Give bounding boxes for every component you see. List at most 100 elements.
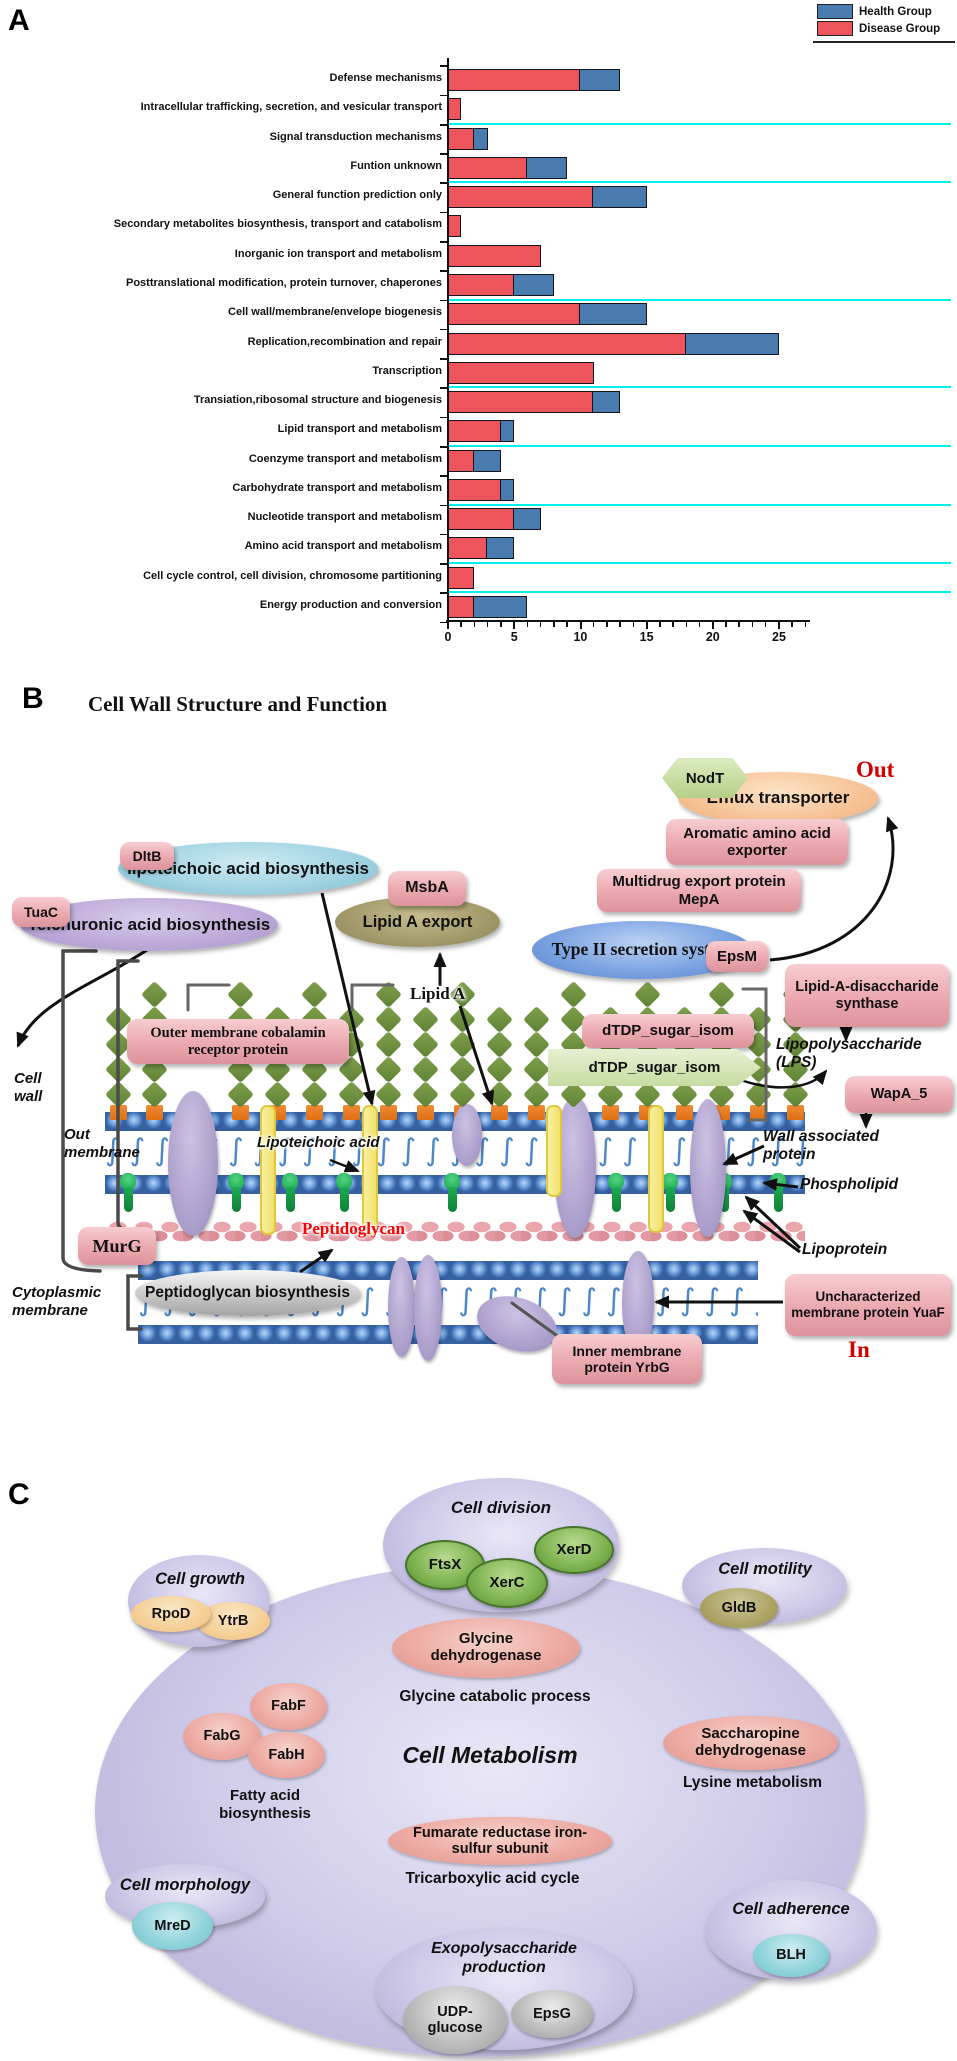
category-label: Funtion unknown — [350, 159, 442, 172]
saccharopine-text: Saccharopine dehydrogenase — [695, 1725, 806, 1759]
y-axis-tick — [440, 416, 448, 419]
x-axis-minor-tick — [606, 622, 608, 627]
y-axis-tick — [440, 211, 448, 214]
dltb-box: DltB — [120, 842, 174, 870]
sugar-diamond — [449, 1081, 476, 1108]
yuaf-text: Uncharacterized membrane protein YuaF — [791, 1289, 945, 1320]
y-axis-tick — [440, 475, 448, 477]
peptidoglycan-biosynthesis-text: Peptidoglycan biosynthesis — [145, 1284, 350, 1302]
dtdp-sugar-isom-box: dTDP_sugar_isom — [582, 1014, 754, 1048]
epsg-text: EpsG — [533, 2005, 571, 2022]
legend-item-disease: Disease Group — [817, 21, 940, 38]
y-axis-tick — [440, 358, 448, 360]
category-label: Transcription — [372, 364, 442, 377]
y-axis-tick — [440, 123, 448, 126]
lipoprotein-head — [608, 1173, 624, 1190]
x-axis-minor-tick — [486, 622, 489, 627]
lipoteichoic-acid-bar — [546, 1105, 562, 1197]
sugar-diamond — [141, 981, 168, 1008]
sugar-diamond — [523, 1056, 550, 1083]
lipoteichoic-acid-bar — [648, 1105, 664, 1233]
lipoprotein-glyph — [120, 1173, 136, 1212]
bar-segment-health — [526, 156, 568, 179]
membrane-protein — [388, 1257, 415, 1357]
lipid-a-anchor-square — [528, 1105, 545, 1120]
bar-segment-disease — [448, 449, 475, 472]
x-axis-minor-tick — [632, 622, 635, 627]
bar-segment-health — [486, 537, 515, 560]
sugar-diamond — [141, 1081, 168, 1108]
lipoteichoic-acid-bar — [362, 1105, 378, 1235]
y-axis-tick — [440, 504, 448, 507]
category-label: Cell wall/membrane/envelope biogenesis — [228, 306, 442, 319]
sugar-diamond — [375, 1056, 402, 1083]
y-axis-tick — [440, 65, 448, 67]
y-axis-line — [446, 58, 449, 622]
tricarboxylic-label: Tricarboxylic acid cycle — [405, 1870, 580, 1887]
cytoplasmic-membrane-label: Cytoplasmic membrane — [12, 1284, 102, 1319]
category-label: Defense mechanisms — [329, 72, 443, 84]
x-tick-label: 10 — [573, 630, 588, 644]
sugar-diamond — [338, 1081, 365, 1108]
sugar-diamond — [523, 1031, 550, 1058]
x-axis-minor-tick — [685, 622, 688, 627]
blh-text: BLH — [776, 1947, 806, 1964]
y-axis-tick — [440, 241, 448, 243]
sugar-diamond — [227, 981, 254, 1008]
bar-segment-health — [579, 69, 621, 91]
bar-segment-disease — [448, 508, 515, 531]
bar-segment-health — [579, 303, 647, 326]
connector-cobalamin-left — [186, 983, 231, 1012]
bar-segment-disease — [448, 98, 462, 121]
separator-line — [448, 562, 951, 565]
glycine-dehydrogenase-text: Glycine dehydrogenase — [430, 1630, 542, 1664]
sugar-diamond — [449, 1006, 476, 1033]
y-axis-tick — [440, 621, 448, 624]
cell-division-title: Cell division — [450, 1498, 552, 1517]
sugar-diamond — [301, 981, 328, 1008]
epsg-ellipse: EpsG — [511, 1990, 593, 2038]
epsm-text: EpsM — [716, 947, 757, 965]
bar-segment-health — [473, 449, 501, 472]
lipoprotein-tail — [339, 1187, 349, 1212]
lipid-a-anchor-square — [676, 1105, 693, 1120]
lipoprotein-glyph — [608, 1173, 624, 1212]
xerd-text: XerD — [556, 1540, 592, 1558]
sugar-diamond — [412, 1081, 439, 1108]
sugar-diamond — [560, 981, 587, 1008]
y-axis-tick — [440, 299, 448, 302]
cell-growth-title: Cell growth — [155, 1570, 245, 1588]
ftsx-text: FtsX — [428, 1555, 462, 1573]
wapa5-box: WapA_5 — [845, 1076, 953, 1113]
mred-ellipse: MreD — [132, 1902, 213, 1950]
y-axis-tick — [440, 592, 448, 594]
bracket-cell-wall — [61, 949, 102, 1273]
bar-segment-disease — [448, 420, 501, 443]
x-axis-major-tick — [645, 622, 648, 629]
bar-segment-disease — [448, 478, 501, 501]
lipid-a-anchor-square — [343, 1105, 360, 1120]
lipoprotein-tail — [231, 1187, 241, 1212]
lps-sugar-chain — [486, 1006, 513, 1116]
lipid-a-anchor-square — [491, 1105, 508, 1120]
x-axis-minor-tick — [553, 622, 555, 627]
legend-underline — [813, 41, 955, 43]
panel-b-title: Cell Wall Structure and Function — [88, 692, 388, 716]
bar-segment-disease — [448, 303, 581, 326]
tuac-box: TuaC — [12, 897, 70, 927]
sugar-diamond — [375, 1031, 402, 1058]
category-label: Carbohydrate transport and metabolism — [232, 481, 442, 494]
tuac-text: TuaC — [24, 903, 58, 920]
category-label: Inorganic ion transport and metabolism — [234, 247, 442, 260]
lipoprotein-label: Lipoprotein — [802, 1241, 888, 1258]
lipoprotein-tail — [611, 1187, 621, 1212]
y-axis-tick — [440, 270, 448, 272]
lipoprotein-tail — [123, 1187, 133, 1212]
aromatic-exporter-text: Aromatic amino acid exporter — [683, 824, 831, 859]
sugar-diamond — [782, 1081, 809, 1108]
ytrb-text: YtrB — [217, 1612, 249, 1629]
bar-segment-disease — [448, 186, 594, 209]
lysine-label: Lysine metabolism — [683, 1774, 822, 1791]
x-axis-minor-tick — [725, 622, 727, 627]
